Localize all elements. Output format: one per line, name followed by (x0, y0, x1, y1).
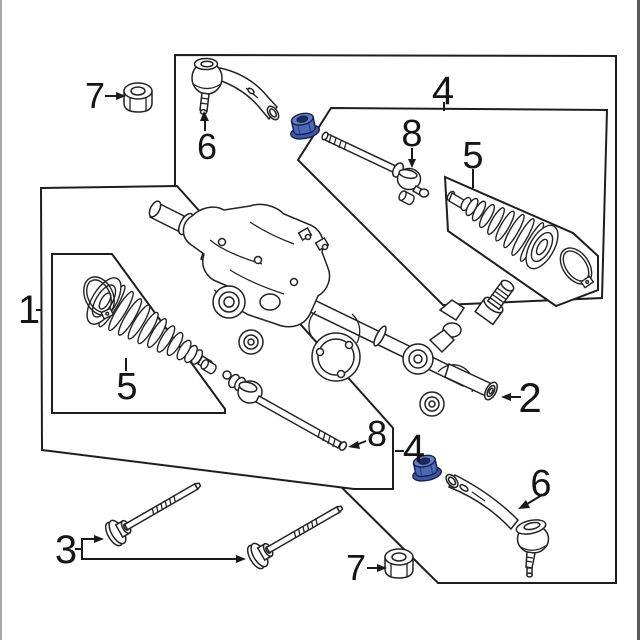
right-edge-strip (637, 0, 640, 640)
callout-7-upper: 7 (85, 75, 105, 116)
grease-pellet-left (200, 359, 217, 375)
boot-clamp-upper (559, 247, 595, 289)
lock-nut-blue-lower-4 (412, 454, 442, 482)
callout-3: 3 (55, 528, 77, 572)
steering-gear-assembly-2 (148, 200, 515, 417)
callout-6-upper: 6 (197, 126, 217, 167)
lock-nut-blue-upper-4 (290, 112, 320, 140)
outer-tie-rod-end-upper-6 (191, 57, 280, 121)
outer-tie-rod-end-lower-6 (445, 473, 550, 578)
hex-nut-upper-7 (123, 82, 153, 113)
callout-1: 1 (18, 288, 40, 332)
pinion-input-shaft (474, 279, 515, 326)
left-edge-strip (0, 0, 2, 640)
inner-tie-rod-lower-8 (222, 370, 348, 451)
callout-4-upper: 4 (432, 69, 454, 113)
mount-bolt-right-3 (246, 505, 344, 570)
grease-pellet-upper (398, 190, 415, 206)
bellows-boot-left-5 (86, 277, 213, 370)
callout-4-lower: 4 (403, 427, 425, 471)
mount-bolt-left-3 (104, 482, 202, 547)
hex-nut-lower-7 (384, 548, 414, 579)
callout-8-lower: 8 (367, 413, 387, 454)
callout-8-upper: 8 (401, 113, 422, 155)
bellows-boot-upper-5 (446, 190, 559, 270)
inner-tie-rod-upper-8 (321, 131, 430, 198)
callout-5-left: 5 (116, 366, 137, 408)
boot-clamp-left (83, 276, 115, 320)
callout-numbers: 1 2 3 4 4 5 5 6 6 7 7 8 8 (18, 69, 552, 588)
callout-arrows (36, 92, 543, 572)
callout-2: 2 (518, 374, 541, 421)
callout-6-lower: 6 (530, 463, 551, 505)
callout-7-lower: 7 (346, 547, 366, 588)
callout-5-upper: 5 (462, 135, 483, 177)
